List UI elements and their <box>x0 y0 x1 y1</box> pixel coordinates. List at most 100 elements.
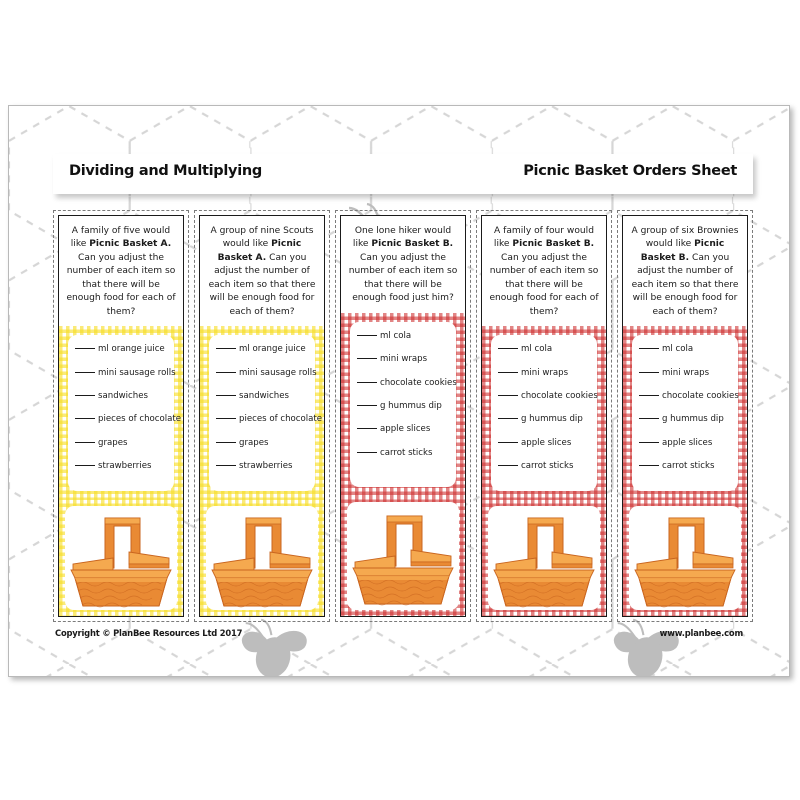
item-label: pieces of chocolate <box>98 414 182 425</box>
basket-art-inner <box>206 505 318 610</box>
order-line-item[interactable]: strawberries <box>75 461 168 471</box>
basket-art-panel <box>59 500 183 616</box>
item-list: ml cola mini wraps chocolate cookies g humm… <box>632 335 739 491</box>
answer-blank[interactable] <box>216 394 236 396</box>
answer-blank[interactable] <box>639 348 659 350</box>
answer-blank[interactable] <box>498 418 518 420</box>
card-prompt-text: A family of four would like Picnic Baske… <box>482 216 606 326</box>
card-cut-guide: A family of four would like Picnic Baske… <box>476 210 612 622</box>
item-label: ml cola <box>662 344 694 355</box>
answer-blank[interactable] <box>639 371 659 373</box>
item-label: grapes <box>98 437 128 448</box>
picnic-basket-illustration <box>352 515 454 606</box>
order-line-item[interactable]: strawberries <box>216 461 309 471</box>
card-cut-guide: A group of nine Scouts would like Picnic… <box>194 210 330 622</box>
basket-art-inner <box>629 505 741 610</box>
order-card[interactable]: A group of nine Scouts would like Picnic… <box>199 215 325 617</box>
answer-blank[interactable] <box>639 441 659 443</box>
order-line-item[interactable]: grapes <box>75 438 168 448</box>
order-card[interactable]: A family of four would like Picnic Baske… <box>481 215 607 617</box>
order-line-item[interactable]: ml cola <box>639 344 732 354</box>
answer-blank[interactable] <box>498 371 518 373</box>
answer-blank[interactable] <box>75 465 95 467</box>
order-line-item[interactable]: apple slices <box>357 424 450 434</box>
item-list: ml orange juice mini sausage rolls sandwic… <box>209 335 322 491</box>
order-line-item[interactable]: carrot sticks <box>639 461 732 471</box>
answer-blank[interactable] <box>216 348 236 350</box>
order-line-item[interactable]: pieces of chocolate <box>216 414 322 424</box>
answer-blank[interactable] <box>639 394 659 396</box>
order-line-item[interactable]: mini sausage rolls <box>75 368 176 378</box>
order-line-item[interactable]: pieces of chocolate <box>75 414 181 424</box>
order-line-item[interactable]: g hummus dip <box>357 401 450 411</box>
answer-blank[interactable] <box>357 334 377 336</box>
item-label: g hummus dip <box>521 414 583 425</box>
answer-blank[interactable] <box>498 348 518 350</box>
worksheet-header: Dividing and Multiplying Picnic Basket O… <box>53 154 753 194</box>
prompt-question: Can you adjust the number of each item s… <box>348 252 458 304</box>
item-label: chocolate cookies <box>521 390 598 401</box>
card-cut-guide: One lone hiker would like Picnic Basket … <box>335 210 471 622</box>
answer-blank[interactable] <box>498 394 518 396</box>
card-cut-guide: A family of five would like Picnic Baske… <box>53 210 189 622</box>
order-line-item[interactable]: grapes <box>216 438 309 448</box>
answer-blank[interactable] <box>216 418 236 420</box>
prompt-question: Can you adjust the number of each item s… <box>489 252 599 317</box>
answer-blank[interactable] <box>216 465 236 467</box>
order-line-item[interactable]: carrot sticks <box>357 448 450 458</box>
order-line-item[interactable]: apple slices <box>639 438 732 448</box>
order-card[interactable]: A family of five would like Picnic Baske… <box>58 215 184 617</box>
answer-blank[interactable] <box>216 441 236 443</box>
order-line-item[interactable]: chocolate cookies <box>357 378 457 388</box>
item-label: ml orange juice <box>98 344 165 355</box>
order-line-item[interactable]: chocolate cookies <box>639 391 739 401</box>
order-line-item[interactable]: carrot sticks <box>498 461 591 471</box>
item-list-panel: ml orange juice mini sausage rolls sandwic… <box>200 326 324 499</box>
answer-blank[interactable] <box>75 394 95 396</box>
item-label: mini sausage rolls <box>98 367 176 378</box>
order-line-item[interactable]: ml cola <box>498 344 591 354</box>
order-card[interactable]: A group of six Brownies would like Picni… <box>622 215 748 617</box>
basket-art-inner <box>65 505 177 610</box>
item-label: mini sausage rolls <box>239 367 317 378</box>
answer-blank[interactable] <box>498 441 518 443</box>
order-line-item[interactable]: g hummus dip <box>498 414 591 424</box>
order-line-item[interactable]: apple slices <box>498 438 591 448</box>
order-line-item[interactable]: g hummus dip <box>639 414 732 424</box>
item-label: chocolate cookies <box>380 377 457 388</box>
order-line-item[interactable]: sandwiches <box>75 391 168 401</box>
answer-blank[interactable] <box>357 381 377 383</box>
order-line-item[interactable]: mini wraps <box>498 368 591 378</box>
order-line-item[interactable]: ml cola <box>357 331 450 341</box>
answer-blank[interactable] <box>639 465 659 467</box>
prompt-basket-name: Picnic Basket A. <box>89 239 172 250</box>
answer-blank[interactable] <box>357 428 377 430</box>
answer-blank[interactable] <box>75 348 95 350</box>
answer-blank[interactable] <box>216 371 236 373</box>
order-line-item[interactable]: chocolate cookies <box>498 391 598 401</box>
order-line-item[interactable]: mini sausage rolls <box>216 368 317 378</box>
answer-blank[interactable] <box>75 441 95 443</box>
order-line-item[interactable]: ml orange juice <box>75 344 168 354</box>
order-line-item[interactable]: mini wraps <box>639 368 732 378</box>
item-label: ml cola <box>380 330 412 341</box>
card-prompt-text: A group of six Brownies would like Picni… <box>623 216 747 326</box>
answer-blank[interactable] <box>75 418 95 420</box>
answer-blank[interactable] <box>357 404 377 406</box>
item-label: ml cola <box>521 344 553 355</box>
answer-blank[interactable] <box>498 465 518 467</box>
answer-blank[interactable] <box>357 451 377 453</box>
item-label: carrot sticks <box>521 461 574 472</box>
order-line-item[interactable]: ml orange juice <box>216 344 309 354</box>
answer-blank[interactable] <box>357 358 377 360</box>
item-list: ml cola mini wraps chocolate cookies g humm… <box>350 321 457 487</box>
order-line-item[interactable]: mini wraps <box>357 354 450 364</box>
order-line-item[interactable]: sandwiches <box>216 391 309 401</box>
item-label: ml orange juice <box>239 344 306 355</box>
order-card[interactable]: One lone hiker would like Picnic Basket … <box>340 215 466 617</box>
answer-blank[interactable] <box>639 418 659 420</box>
answer-blank[interactable] <box>75 371 95 373</box>
website-link[interactable]: www.planbee.com <box>659 628 744 638</box>
picnic-basket-illustration <box>211 517 313 608</box>
item-list: ml cola mini wraps chocolate cookies g humm… <box>491 335 598 491</box>
